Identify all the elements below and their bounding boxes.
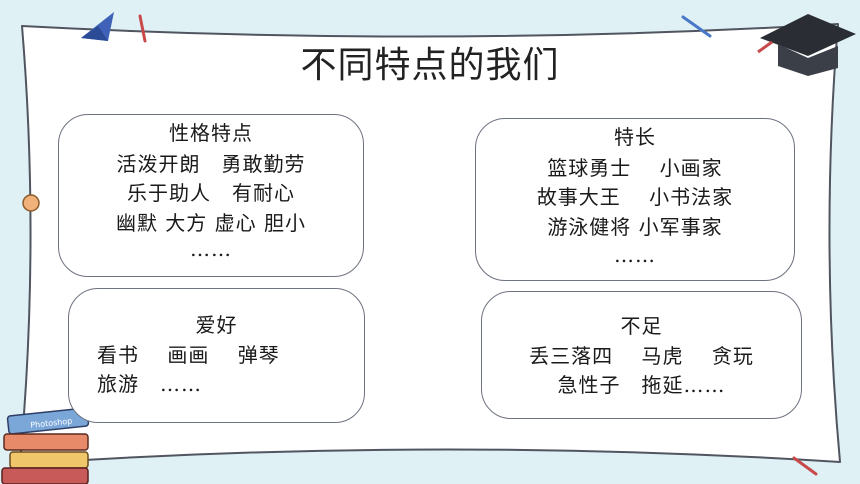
card-heading: 特长: [614, 125, 656, 149]
page-title: 不同特点的我们: [300, 45, 560, 86]
card-line: 旅游 ……: [97, 372, 202, 396]
card-line: 篮球勇士 小画家: [547, 156, 723, 180]
graduation-cap-icon: [757, 14, 856, 76]
card-line: 看书 画画 弹琴: [97, 343, 280, 367]
card-heading: 性格特点: [169, 121, 253, 145]
card-line: 活泼开朗 勇敢勤劳: [116, 152, 306, 176]
card-heading: 爱好: [195, 313, 238, 337]
shortcomings-card: 不足 丢三落四 马虎 贪玩 急性子 拖延……: [481, 291, 802, 419]
card-line: 丢三落四 马虎 贪玩: [529, 344, 754, 368]
card-line: 故事大王 小书法家: [536, 185, 734, 209]
personality-card: 性格特点 活泼开朗 勇敢勤劳 乐于助人 有耐心 幽默 大方 虚心 胆小 ……: [58, 114, 364, 277]
card-line: 游泳健将 小军事家: [547, 215, 723, 239]
specialty-card: 特长 篮球勇士 小画家 故事大王 小书法家 游泳健将 小军事家 ……: [475, 118, 795, 281]
book-stack-icon: Photoshop: [1, 407, 90, 484]
book-label: Photoshop: [30, 416, 73, 429]
hobbies-card: 爱好 看书 画画 弹琴 旅游 ……: [68, 288, 365, 423]
card-line: ……: [614, 243, 656, 267]
blue-triangle-icon: [81, 12, 114, 41]
stick-icon: [792, 456, 818, 476]
stick-icon: [681, 15, 712, 38]
pin-icon: [138, 14, 147, 43]
card-line: ……: [190, 237, 232, 261]
card-heading: 不足: [620, 314, 663, 338]
card-line: 乐于助人 有耐心: [127, 181, 295, 205]
card-line: 急性子 拖延……: [557, 373, 726, 397]
card-line: 幽默 大方 虚心 胆小: [115, 211, 307, 235]
orange-dot-icon: [22, 194, 40, 212]
